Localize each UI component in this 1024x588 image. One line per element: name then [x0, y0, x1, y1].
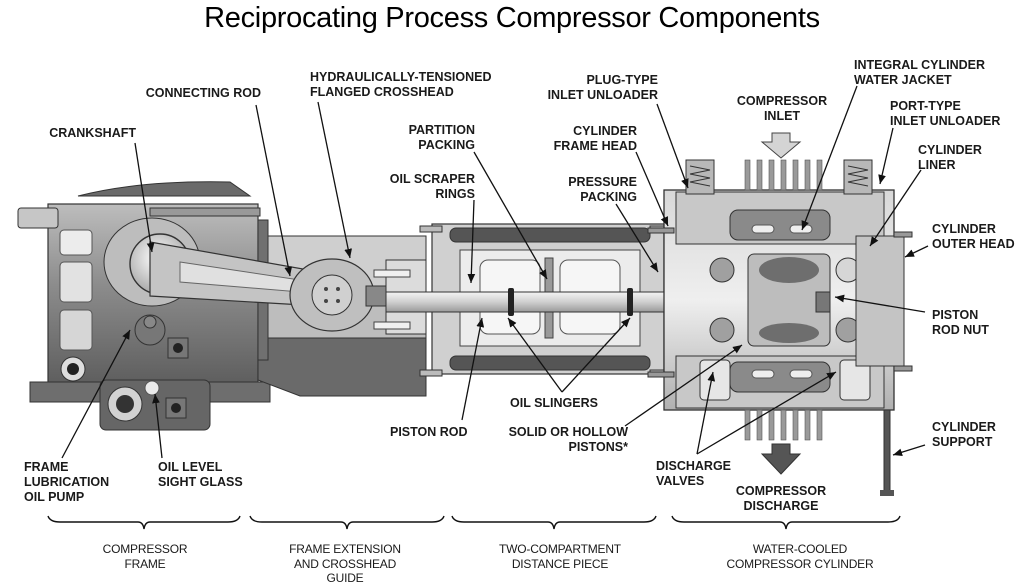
- label-oil-scraper-rings: OIL SCRAPER RINGS: [389, 172, 475, 201]
- brace-distance-piece: [451, 515, 657, 530]
- brace-compressor-frame: [47, 515, 241, 530]
- sight-glass: [144, 380, 160, 396]
- label-port-type-unloader: PORT-TYPE INLET UNLOADER: [890, 99, 1001, 128]
- label-sight-glass: OIL LEVEL SIGHT GLASS: [158, 460, 243, 489]
- section-compressor-cylinder: WATER-COOLED COMPRESSOR CYLINDER: [726, 542, 874, 571]
- label-pressure-packing: PRESSURE PACKING: [568, 175, 637, 204]
- label-cylinder-outer-head: CYLINDER OUTER HEAD: [932, 222, 1015, 251]
- diagram-title: Reciprocating Process Compressor Compone…: [204, 2, 820, 34]
- plug-type-unloader: [685, 159, 715, 195]
- crosshead-pin: [311, 274, 353, 316]
- label-compressor-inlet: COMPRESSOR INLET: [736, 94, 828, 123]
- label-oil-pump: FRAME LUBRICATION OIL PUMP: [24, 460, 110, 504]
- cylinder-outer-head: [855, 235, 905, 367]
- label-crankshaft: CRANKSHAFT: [49, 126, 136, 140]
- label-connecting-rod: CONNECTING ROD: [145, 86, 261, 100]
- label-pistons: SOLID OR HOLLOW PISTONS*: [508, 425, 628, 454]
- compressor-frame: [17, 181, 271, 431]
- section-compressor-frame: COMPRESSOR FRAME: [102, 542, 188, 571]
- cylinder-support: [883, 409, 891, 495]
- label-cylinder-frame-head: CYLINDER FRAME HEAD: [553, 124, 637, 153]
- oil-slinger-2: [627, 288, 633, 316]
- inlet-arrow-icon: [760, 132, 802, 159]
- label-water-jacket: INTEGRAL CYLINDER WATER JACKET: [854, 58, 986, 87]
- label-discharge-valves: DISCHARGE VALVES: [656, 459, 732, 488]
- label-partition-packing: PARTITION PACKING: [408, 123, 475, 152]
- label-piston-rod-nut: PISTON ROD NUT: [932, 308, 989, 337]
- leader-lines: [61, 85, 929, 459]
- discharge-arrow-icon: [760, 443, 802, 475]
- label-piston-rod: PISTON ROD: [390, 425, 468, 439]
- section-frame-extension: FRAME EXTENSION AND CROSSHEAD GUIDE: [289, 542, 401, 585]
- port-type-unloader: [843, 159, 873, 195]
- section-distance-piece: TWO-COMPARTMENT DISTANCE PIECE: [499, 542, 621, 571]
- oil-slinger-1: [508, 288, 514, 316]
- label-cylinder-support: CYLINDER SUPPORT: [932, 420, 996, 449]
- label-compressor-discharge: COMPRESSOR DISCHARGE: [735, 484, 827, 513]
- frame-extension: [149, 219, 427, 397]
- piston-rod-nut: [815, 291, 831, 313]
- brace-compressor-cylinder: [671, 515, 901, 530]
- brace-frame-extension: [249, 515, 445, 530]
- label-crosshead: HYDRAULICALLY-TENSIONED FLANGED CROSSHEA…: [310, 70, 492, 99]
- label-plug-type-unloader: PLUG-TYPE INLET UNLOADER: [547, 73, 658, 102]
- label-cylinder-liner: CYLINDER LINER: [918, 143, 982, 172]
- label-oil-slingers: OIL SLINGERS: [510, 396, 598, 410]
